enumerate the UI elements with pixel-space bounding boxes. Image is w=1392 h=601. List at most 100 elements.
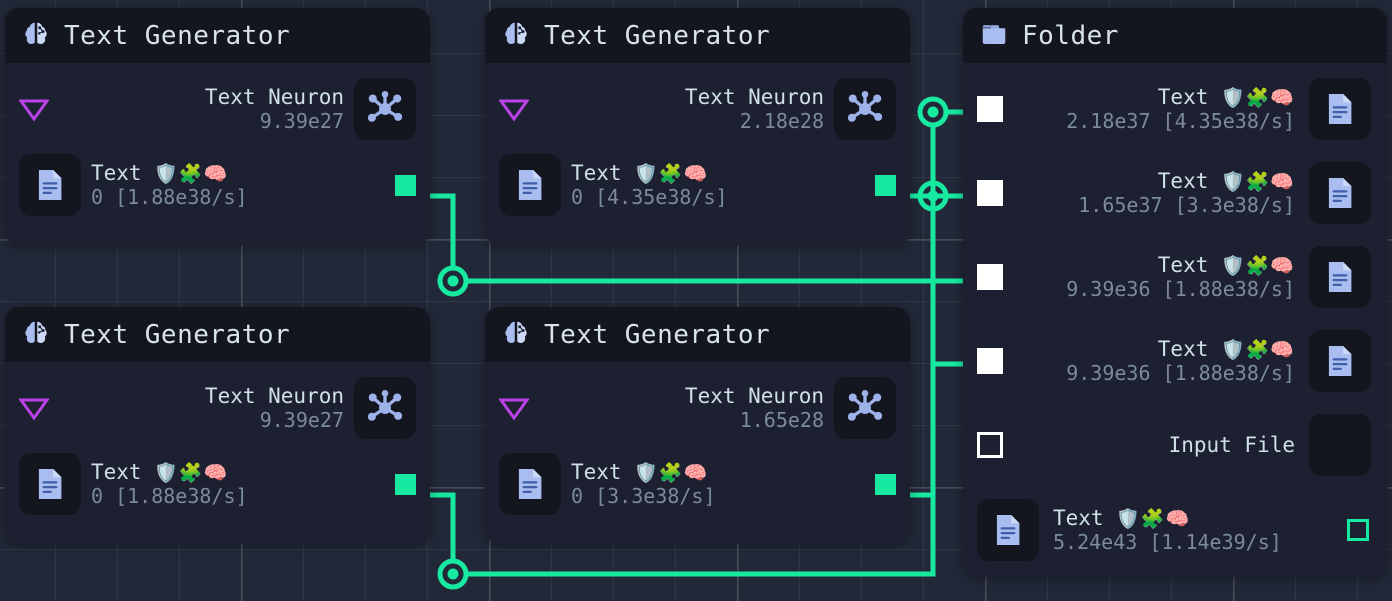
node-body: Text Neuron 1.65e28	[485, 362, 910, 544]
output-label: Text 🛡️🧩🧠	[91, 160, 229, 185]
node-text-generator-4[interactable]: Text Generator Text Neuron 1.65e28	[485, 307, 910, 544]
node-text-generator-2[interactable]: Text Generator Text Neuron 2.18e28	[485, 8, 910, 245]
folder-list-item[interactable]: Text 🛡️🧩🧠 2.18e37 [4.35e38/s]	[963, 67, 1387, 151]
output-info: Text 🛡️🧩🧠 5.24e43 [1.14e39/s]	[1053, 506, 1282, 554]
output-row[interactable]: Text 🛡️🧩🧠 0 [4.35e38/s]	[485, 147, 910, 223]
row-info: Input File	[1169, 433, 1295, 458]
triangle-down-icon[interactable]	[19, 98, 49, 122]
output-port[interactable]	[875, 474, 896, 495]
row-value: 1.65e37 [3.3e38/s]	[1078, 192, 1295, 217]
resource-glyphs: 🛡️🧩🧠	[154, 461, 229, 484]
resource-glyphs: 🛡️🧩🧠	[1116, 507, 1191, 530]
output-info: Text 🛡️🧩🧠 0 [4.35e38/s]	[571, 161, 728, 209]
neuron-info: Text Neuron 9.39e27	[205, 384, 344, 432]
neuron-label: Text Neuron	[204, 84, 344, 109]
document-icon[interactable]	[1309, 246, 1371, 308]
resource-glyphs: 🛡️🧩🧠	[1221, 338, 1295, 361]
brain-icon	[21, 318, 51, 352]
node-text-generator-3[interactable]: Text Generator Text Neuron 9.39e27	[5, 307, 430, 544]
output-port[interactable]	[875, 175, 896, 196]
triangle-down-icon[interactable]	[499, 397, 529, 421]
output-value: 0 [1.88e38/s]	[91, 483, 248, 508]
document-icon[interactable]	[499, 453, 561, 515]
row-checkbox[interactable]	[977, 264, 1003, 290]
row-checkbox[interactable]	[977, 432, 1003, 458]
node-title: Text Generator	[64, 20, 291, 51]
node-title: Text Generator	[544, 319, 771, 350]
row-label: Text 🛡️🧩🧠	[1157, 168, 1295, 193]
row-label: Text 🛡️🧩🧠	[1157, 336, 1295, 361]
resource-glyphs: 🛡️🧩🧠	[154, 162, 229, 185]
folder-list-item[interactable]: Text 🛡️🧩🧠 9.39e36 [1.88e38/s]	[963, 235, 1387, 319]
node-title: Text Generator	[64, 319, 291, 350]
folder-title: Folder	[1022, 20, 1119, 51]
row-info: Text 🛡️🧩🧠 1.65e37 [3.3e38/s]	[1078, 169, 1295, 217]
output-port[interactable]	[395, 474, 416, 495]
document-icon[interactable]	[1309, 78, 1371, 140]
neuron-label: Text Neuron	[684, 383, 824, 408]
row-label: Input File	[1168, 432, 1295, 457]
output-row[interactable]: Text 🛡️🧩🧠 0 [1.88e38/s]	[5, 446, 430, 522]
empty-tile[interactable]	[1309, 414, 1371, 476]
output-value: 0 [1.88e38/s]	[91, 184, 248, 209]
row-checkbox[interactable]	[977, 180, 1003, 206]
node-body: Text Neuron 9.39e27	[5, 63, 430, 245]
output-label: Text 🛡️🧩🧠	[91, 459, 229, 484]
brain-icon	[21, 19, 51, 53]
neuron-info: Text Neuron 9.39e27	[205, 85, 344, 133]
node-header[interactable]: Text Generator	[485, 8, 910, 63]
folder-output-port[interactable]	[1347, 519, 1369, 541]
row-info: Text 🛡️🧩🧠 2.18e37 [4.35e38/s]	[1066, 85, 1295, 133]
folder-header[interactable]: Folder	[963, 8, 1387, 63]
output-value: 5.24e43 [1.14e39/s]	[1053, 529, 1282, 554]
resource-glyphs: 🛡️🧩🧠	[634, 461, 709, 484]
row-info: Text 🛡️🧩🧠 9.39e36 [1.88e38/s]	[1066, 253, 1295, 301]
output-port[interactable]	[395, 175, 416, 196]
neuron-network-icon[interactable]	[834, 377, 896, 439]
neuron-row[interactable]: Text Neuron 9.39e27	[5, 370, 430, 446]
output-row[interactable]: Text 🛡️🧩🧠 0 [3.3e38/s]	[485, 446, 910, 522]
folder-list-item-input-file[interactable]: Input File	[963, 403, 1387, 487]
neuron-row[interactable]: Text Neuron 9.39e27	[5, 71, 430, 147]
neuron-value: 9.39e27	[259, 407, 344, 432]
neuron-network-icon[interactable]	[354, 78, 416, 140]
node-text-generator-1[interactable]: Text Generator Text Neuron 9.39e27	[5, 8, 430, 245]
node-header[interactable]: Text Generator	[485, 307, 910, 362]
document-icon[interactable]	[19, 453, 81, 515]
node-folder[interactable]: Folder Text 🛡️🧩🧠 2.18e37 [4.35e38/s]	[963, 8, 1387, 577]
document-icon[interactable]	[19, 154, 81, 216]
neuron-info: Text Neuron 2.18e28	[685, 85, 824, 133]
neuron-label: Text Neuron	[204, 383, 344, 408]
resource-glyphs: 🛡️🧩🧠	[634, 162, 709, 185]
triangle-down-icon[interactable]	[19, 397, 49, 421]
neuron-value: 2.18e28	[739, 108, 824, 133]
folder-icon	[979, 19, 1009, 53]
document-icon[interactable]	[499, 154, 561, 216]
node-body: Text Neuron 2.18e28	[485, 63, 910, 245]
row-info: Text 🛡️🧩🧠 9.39e36 [1.88e38/s]	[1066, 337, 1295, 385]
brain-icon	[501, 318, 531, 352]
folder-list-item[interactable]: Text 🛡️🧩🧠 1.65e37 [3.3e38/s]	[963, 151, 1387, 235]
document-icon[interactable]	[1309, 330, 1371, 392]
neuron-info: Text Neuron 1.65e28	[685, 384, 824, 432]
neuron-label: Text Neuron	[684, 84, 824, 109]
row-value: 2.18e37 [4.35e38/s]	[1066, 108, 1295, 133]
neuron-network-icon[interactable]	[834, 78, 896, 140]
node-header[interactable]: Text Generator	[5, 307, 430, 362]
triangle-down-icon[interactable]	[499, 98, 529, 122]
resource-glyphs: 🛡️🧩🧠	[1221, 170, 1295, 193]
node-header[interactable]: Text Generator	[5, 8, 430, 63]
neuron-row[interactable]: Text Neuron 2.18e28	[485, 71, 910, 147]
neuron-network-icon[interactable]	[354, 377, 416, 439]
output-row[interactable]: Text 🛡️🧩🧠 0 [1.88e38/s]	[5, 147, 430, 223]
row-value: 9.39e36 [1.88e38/s]	[1066, 276, 1295, 301]
row-checkbox[interactable]	[977, 96, 1003, 122]
output-info: Text 🛡️🧩🧠 0 [1.88e38/s]	[91, 460, 248, 508]
document-icon[interactable]	[977, 499, 1039, 561]
neuron-row[interactable]: Text Neuron 1.65e28	[485, 370, 910, 446]
folder-list-item[interactable]: Text 🛡️🧩🧠 9.39e36 [1.88e38/s]	[963, 319, 1387, 403]
row-label: Text 🛡️🧩🧠	[1157, 252, 1295, 277]
folder-output-row[interactable]: Text 🛡️🧩🧠 5.24e43 [1.14e39/s]	[963, 487, 1387, 573]
row-checkbox[interactable]	[977, 348, 1003, 374]
document-icon[interactable]	[1309, 162, 1371, 224]
